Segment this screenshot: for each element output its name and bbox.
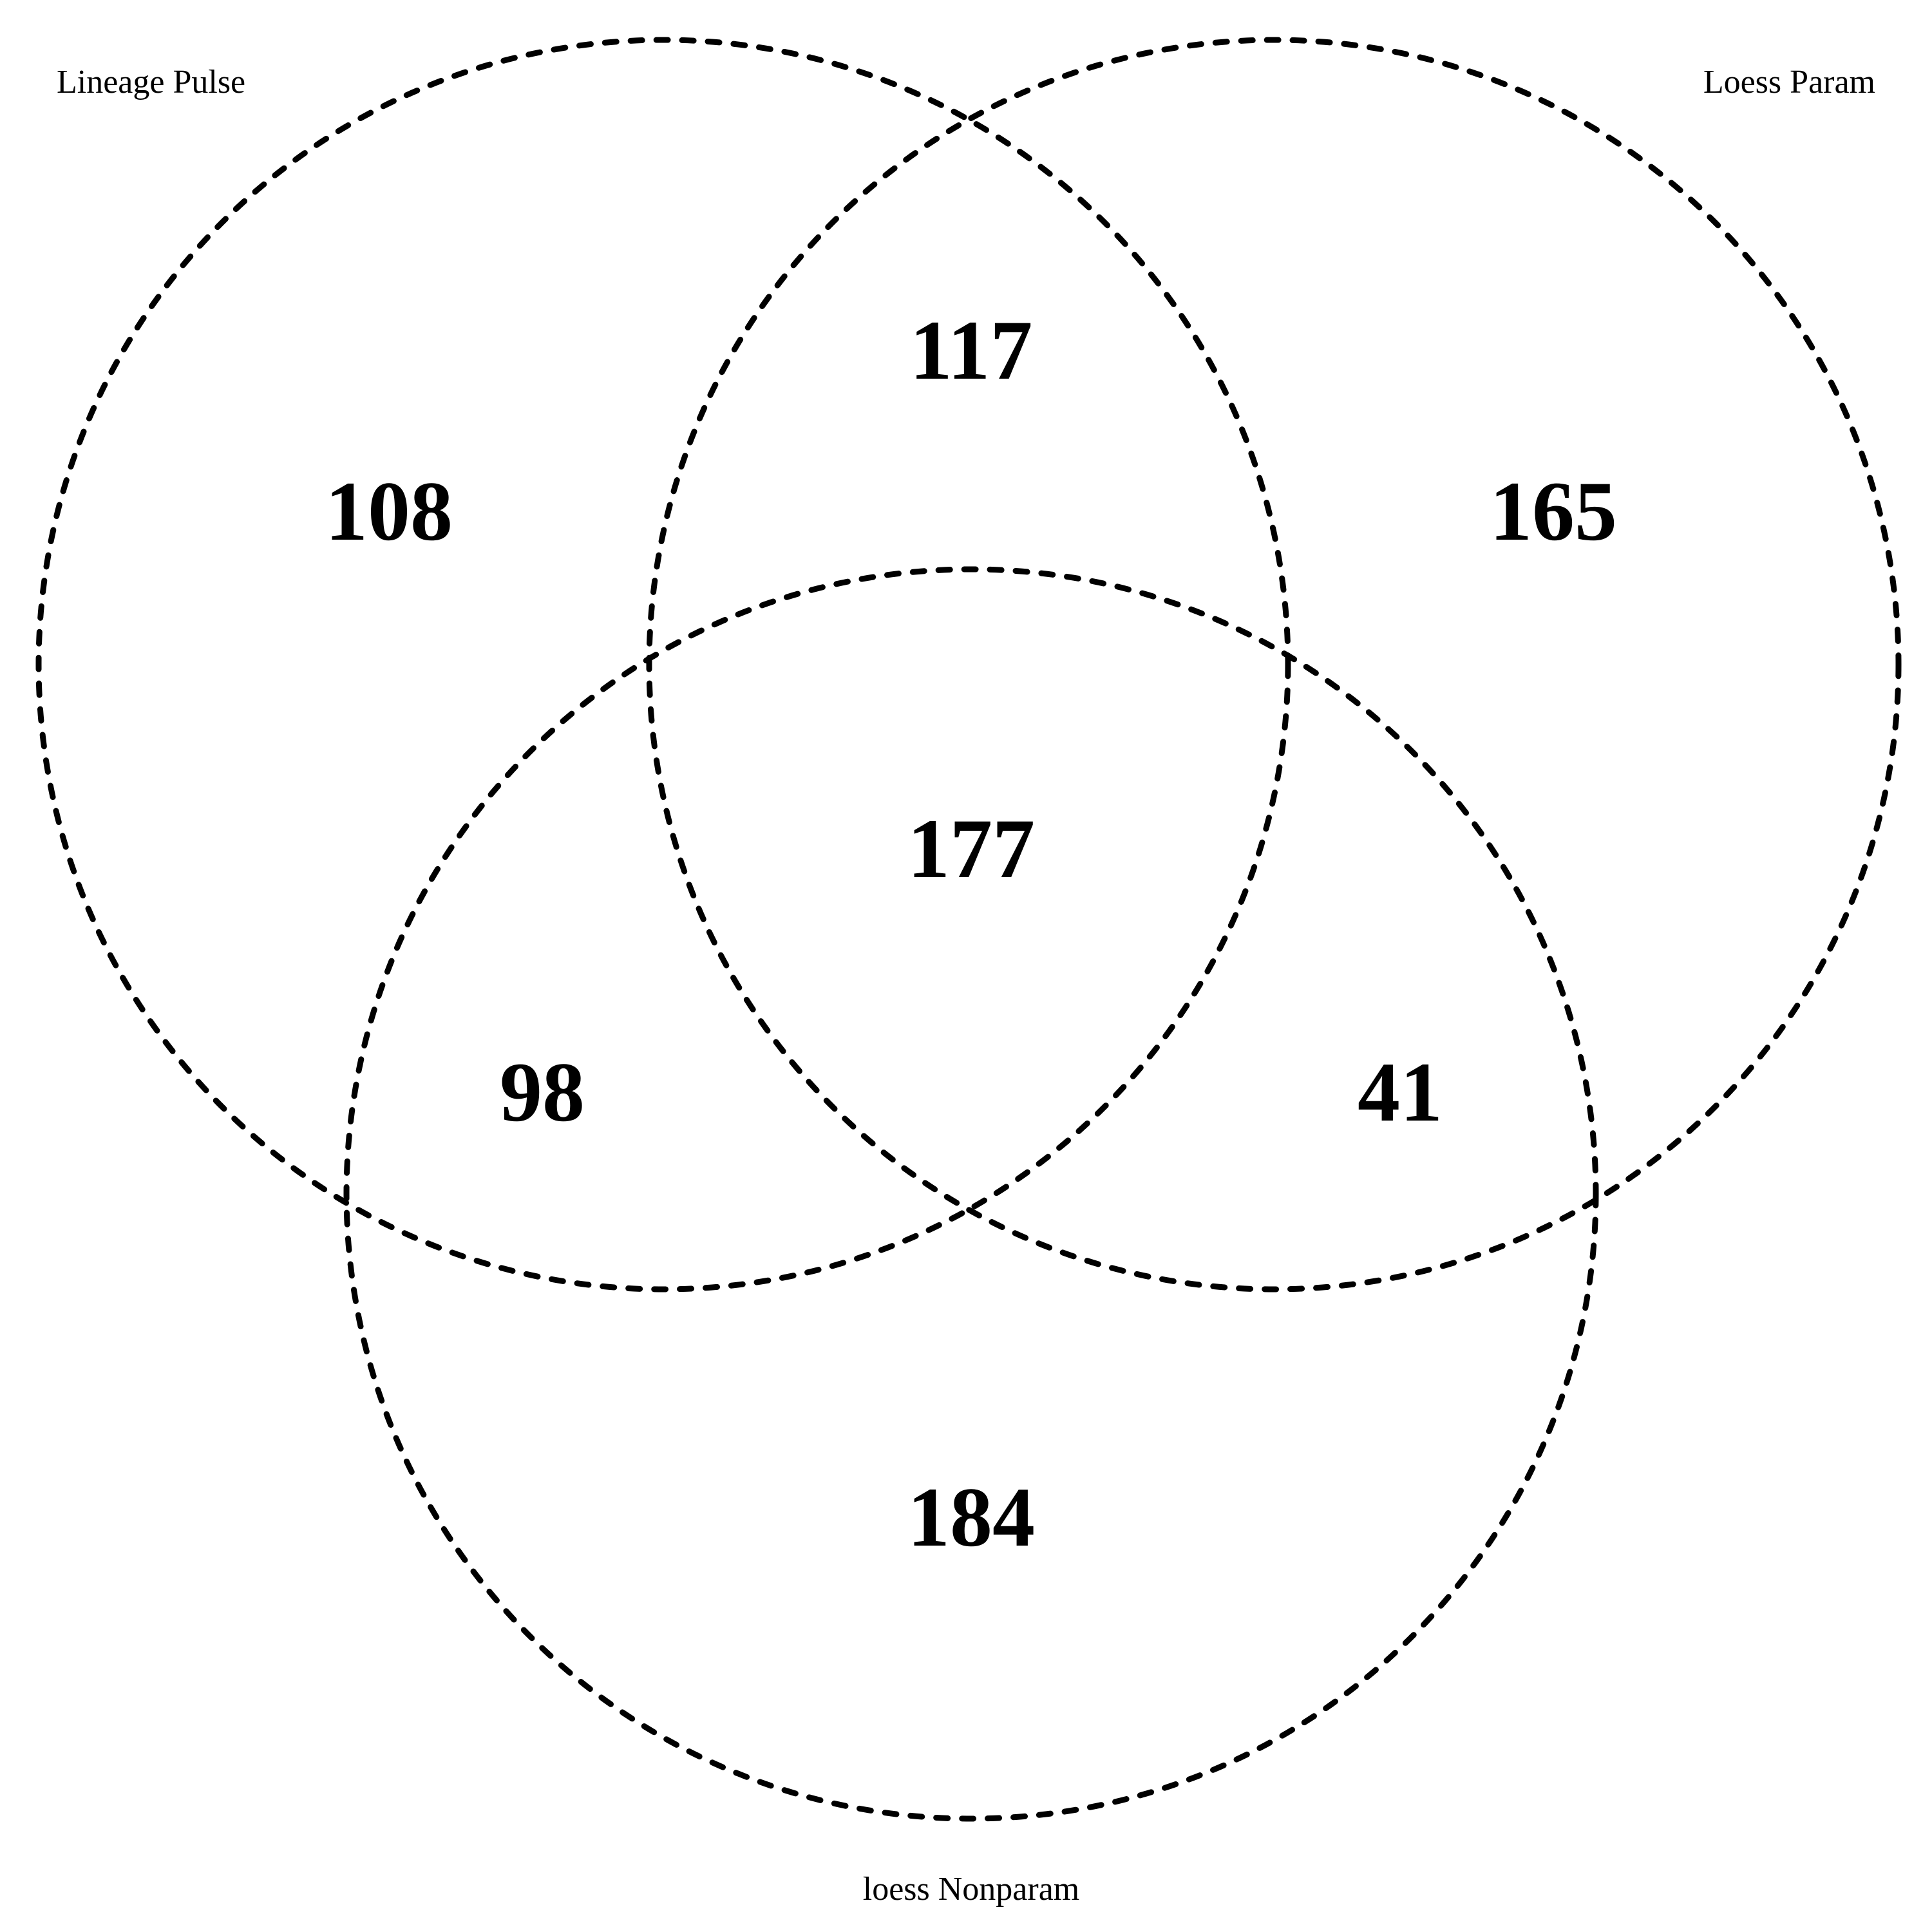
count-lineage-pulse-and-loess-param: 117 <box>910 303 1033 397</box>
set-label-lineage-pulse: Lineage Pulse <box>57 64 245 100</box>
set-label-loess-param: Loess Param <box>1703 64 1875 100</box>
count-only-loess-nonparam: 184 <box>907 1470 1035 1564</box>
set-circle-lineage-pulse <box>35 37 1291 1293</box>
count-only-loess-param: 165 <box>1490 464 1617 558</box>
count-lineage-pulse-and-loess-nonparam: 98 <box>500 1045 585 1139</box>
count-all-three: 177 <box>907 801 1035 896</box>
count-only-lineage-pulse: 108 <box>325 464 453 558</box>
set-label-loess-nonparam: loess Nonparam <box>863 1871 1079 1908</box>
set-circle-loess-param <box>646 37 1902 1293</box>
set-circle-loess-nonparam <box>343 566 1599 1822</box>
count-loess-param-and-loess-nonparam: 41 <box>1358 1045 1443 1139</box>
